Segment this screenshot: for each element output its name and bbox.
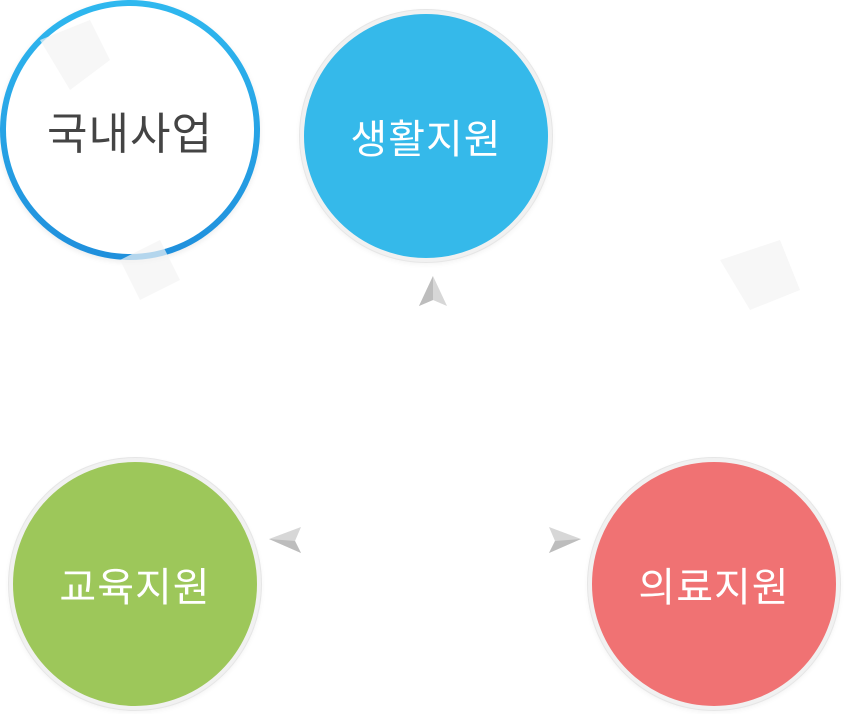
- arrow-up-icon: [419, 276, 447, 306]
- node-medical-support: 의료지원: [588, 458, 840, 710]
- node-domestic-business: 국내사업: [0, 0, 260, 260]
- node-living-support: 생활지원: [300, 10, 552, 262]
- node-medical-support-label: 의료지원: [638, 565, 790, 611]
- node-education-support-label: 교육지원: [59, 565, 211, 611]
- node-domestic-business-label: 국내사업: [47, 109, 213, 160]
- arrow-left-icon: [269, 527, 301, 553]
- node-domestic-business-inner: 국내사업: [6, 6, 254, 254]
- arrow-right-icon: [549, 527, 581, 553]
- node-education-support: 교육지원: [9, 458, 261, 710]
- node-living-support-label: 생활지원: [350, 117, 502, 163]
